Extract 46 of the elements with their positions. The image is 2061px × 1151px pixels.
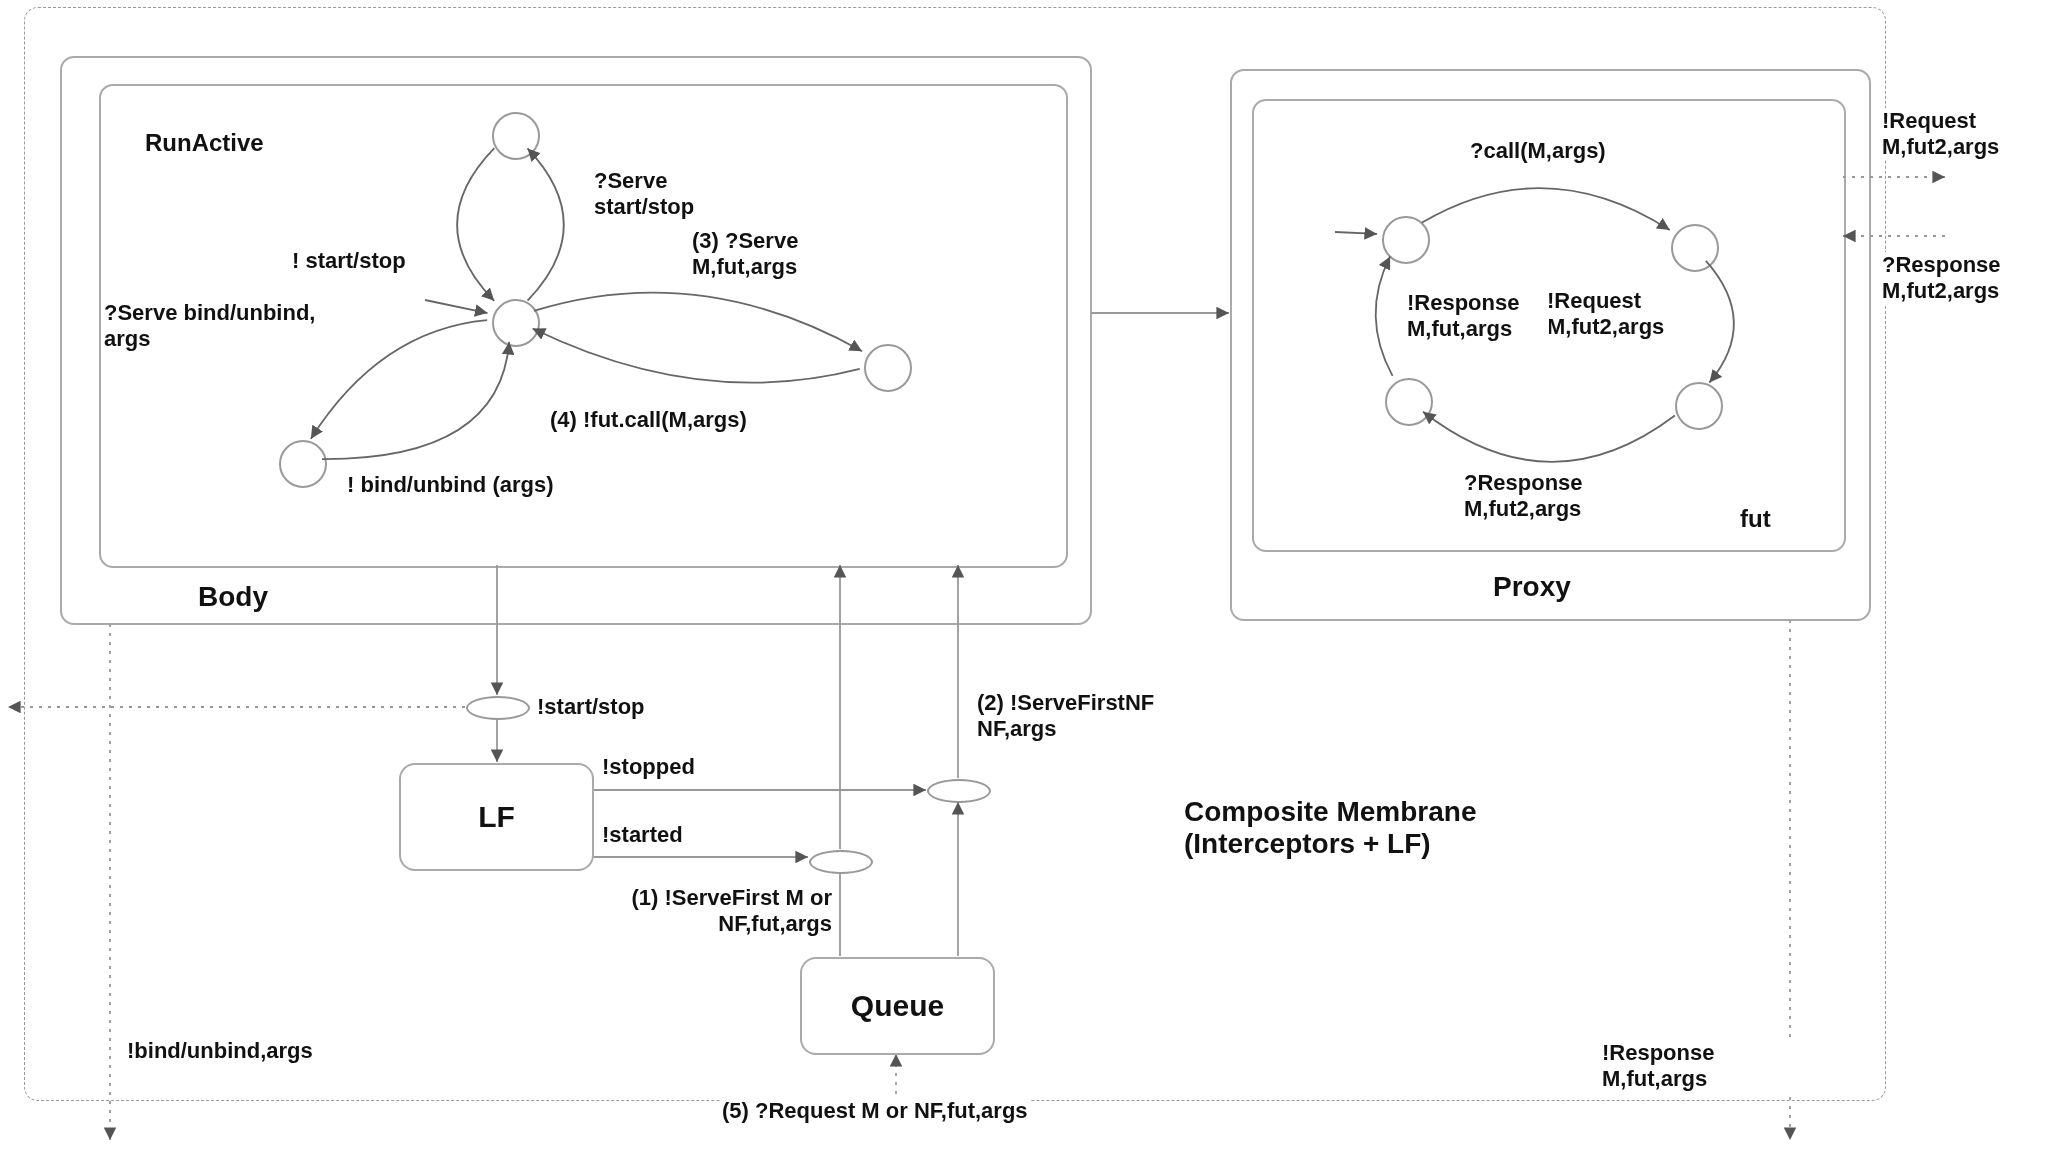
arrow	[833, 564, 847, 850]
dotted-arrow	[103, 623, 117, 1141]
junction-ellipse	[927, 779, 991, 803]
process-box: Queue	[800, 957, 995, 1055]
process-box: LF	[399, 763, 594, 871]
dotted-arrow	[7, 700, 466, 714]
arrow	[951, 801, 965, 957]
group-title: RunActive	[145, 129, 265, 157]
state-circle	[279, 440, 327, 488]
arrow	[1334, 227, 1378, 240]
junction-ellipse	[809, 850, 873, 874]
arrow	[456, 147, 496, 302]
state-circle	[1675, 382, 1723, 430]
arrow	[490, 564, 504, 696]
dotted-arrow	[1842, 170, 1946, 184]
state-circle	[492, 299, 540, 347]
arrow	[1705, 260, 1735, 384]
dotted-arrow	[1842, 229, 1946, 243]
state-circle	[492, 112, 540, 160]
arrow	[592, 850, 809, 864]
arrow	[1420, 187, 1671, 231]
arrow	[533, 291, 863, 353]
arrow	[592, 783, 927, 797]
group-title: Composite Membrane (Interceptors + LF)	[1184, 796, 1478, 860]
junction-ellipse	[466, 696, 530, 720]
arrow	[1422, 410, 1676, 463]
state-circle	[1382, 216, 1430, 264]
arrow	[309, 319, 488, 440]
arrow	[1090, 306, 1230, 320]
edge-label: (5) ?Request M or NF,fut,args	[720, 1098, 1030, 1124]
arrow	[1374, 255, 1394, 377]
state-circle	[1671, 224, 1719, 272]
group-title: Body	[198, 581, 269, 613]
state-circle	[864, 344, 912, 392]
arrow	[951, 564, 965, 779]
group-title: Proxy	[1493, 571, 1572, 603]
arrow	[490, 718, 504, 763]
dotted-arrow	[1783, 619, 1797, 1141]
arrow	[424, 299, 489, 317]
arrow	[531, 327, 861, 384]
connector-line	[839, 872, 841, 957]
arrow	[526, 147, 565, 302]
group-title: fut	[1740, 505, 1772, 533]
dotted-arrow	[889, 1053, 903, 1095]
state-circle	[1385, 378, 1433, 426]
arrow	[321, 341, 514, 460]
